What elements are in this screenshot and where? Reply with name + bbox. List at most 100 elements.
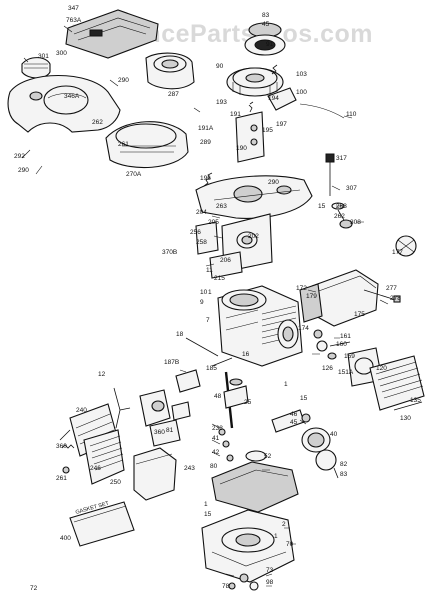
part-label-84: 360 xyxy=(56,443,67,450)
part-label-81: 83 xyxy=(340,471,348,478)
part-label-0: 763A xyxy=(66,17,82,24)
part-label-97: 70 xyxy=(286,541,294,548)
engine-block-part xyxy=(217,285,303,367)
flywheel-part xyxy=(226,67,284,97)
cylinder-head-part xyxy=(369,355,425,411)
part-label-33: 263 xyxy=(216,203,227,210)
part-label-100: 98 xyxy=(266,579,274,586)
part-label-45: 10 xyxy=(200,289,208,296)
part-label-20: 196 xyxy=(200,175,211,182)
part-label-65: 187B xyxy=(164,359,179,366)
governor-bracket-part xyxy=(235,101,265,163)
part-label-11: 103 xyxy=(296,71,307,78)
part-label-32: 204 xyxy=(196,209,207,216)
part-label-67: 120 xyxy=(376,365,387,372)
part-label-52: 179 xyxy=(306,293,317,300)
part-label-74: 48 xyxy=(214,393,222,400)
carburetor-part xyxy=(139,389,181,447)
part-label-53: 175 xyxy=(354,311,365,318)
part-label-86: 246 xyxy=(90,465,101,472)
small-gear-part xyxy=(395,235,417,257)
part-label-6: 300 xyxy=(56,50,67,57)
part-label-38: 206 xyxy=(220,257,231,264)
part-label-9: 346A xyxy=(64,93,80,100)
small-hardware-parts xyxy=(218,428,267,462)
ignition-module-part xyxy=(267,87,345,119)
part-label-83: 81 xyxy=(166,427,174,434)
bowl-part xyxy=(83,429,125,485)
part-label-34: 205 xyxy=(208,219,219,226)
part-label-46: 177 xyxy=(392,249,403,256)
part-label-90: 250 xyxy=(110,479,121,486)
part-label-14: 100 xyxy=(296,89,307,96)
part-label-21: 292 xyxy=(14,153,25,160)
top-cover-part xyxy=(65,9,159,59)
part-label-51: 172 xyxy=(296,285,307,292)
blower-housing-part xyxy=(7,57,121,133)
part-label-89: 243 xyxy=(184,465,195,472)
part-label-43: 11 xyxy=(206,267,213,274)
part-label-88: 52 xyxy=(264,453,272,460)
valve-parts xyxy=(313,329,351,360)
piston-part xyxy=(301,427,339,479)
part-label-4: 91 xyxy=(266,41,274,48)
part-label-58: 174 xyxy=(298,325,309,332)
gasket-set-left xyxy=(195,213,273,279)
part-label-22: 290 xyxy=(18,167,29,174)
part-label-5: 301 xyxy=(38,53,49,60)
part-label-42: 370B xyxy=(162,249,177,256)
part-label-70: 45 xyxy=(290,419,298,426)
part-label-47: 9 xyxy=(200,299,204,306)
part-label-41: 263 xyxy=(336,203,347,210)
part-label-1: 347 xyxy=(68,5,79,12)
part-label-101: 72 xyxy=(30,585,38,592)
part-label-92: 15 xyxy=(204,511,212,518)
part-label-44: 215 xyxy=(214,275,225,282)
part-label-24: 261 xyxy=(118,141,129,148)
head-bolt-part xyxy=(393,401,423,411)
breather-part xyxy=(175,357,233,393)
spring-part-196 xyxy=(203,172,213,187)
linkage-rod-part xyxy=(185,337,219,357)
air-cleaner-part xyxy=(145,52,195,90)
choke-plate-part xyxy=(171,401,191,421)
part-label-91: 1 xyxy=(204,501,208,508)
part-label-8: 287 xyxy=(168,91,179,98)
part-label-62: 126 xyxy=(322,365,333,372)
part-label-3: 45 xyxy=(262,21,270,28)
part-label-96: 1 xyxy=(274,533,278,540)
part-label-78: 238 xyxy=(212,425,223,432)
part-label-25: 270A xyxy=(126,171,142,178)
choke-linkage-part xyxy=(113,387,131,429)
part-label-68: 12 xyxy=(98,371,106,378)
part-label-31: 15 xyxy=(318,203,326,210)
part-label-50: 278 xyxy=(390,295,401,302)
part-label-35: 202 xyxy=(248,233,259,240)
part-label-85: 261 xyxy=(56,475,67,482)
part-label-82: 42 xyxy=(212,449,220,456)
part-label-60: 159 xyxy=(344,353,355,360)
part-label-69: 46 xyxy=(290,411,298,418)
crankshaft-part xyxy=(223,371,249,429)
part-label-57: 160 xyxy=(336,341,347,348)
part-label-7: 290 xyxy=(118,77,129,84)
part-label-40: 262 xyxy=(334,213,345,220)
part-label-59: 18 xyxy=(176,331,184,338)
spring-part-103 xyxy=(271,64,278,75)
part-label-79: 82 xyxy=(340,461,348,468)
sump-part xyxy=(201,509,295,583)
part-label-16: 191A xyxy=(198,125,214,132)
part-label-77: 360 xyxy=(154,429,165,436)
muffler-part xyxy=(299,269,379,327)
part-label-36: 256 xyxy=(190,229,201,236)
gasket-set-box xyxy=(69,501,135,547)
part-label-76: 40 xyxy=(330,431,338,438)
part-label-80: 41 xyxy=(212,435,220,442)
part-label-94: 400 xyxy=(60,535,71,542)
part-label-64: 15 xyxy=(300,395,308,402)
part-label-54: 1 xyxy=(208,289,212,296)
drain-bolt-parts xyxy=(228,573,259,591)
control-plate-part xyxy=(195,175,313,219)
part-label-19: 190 xyxy=(236,145,247,152)
